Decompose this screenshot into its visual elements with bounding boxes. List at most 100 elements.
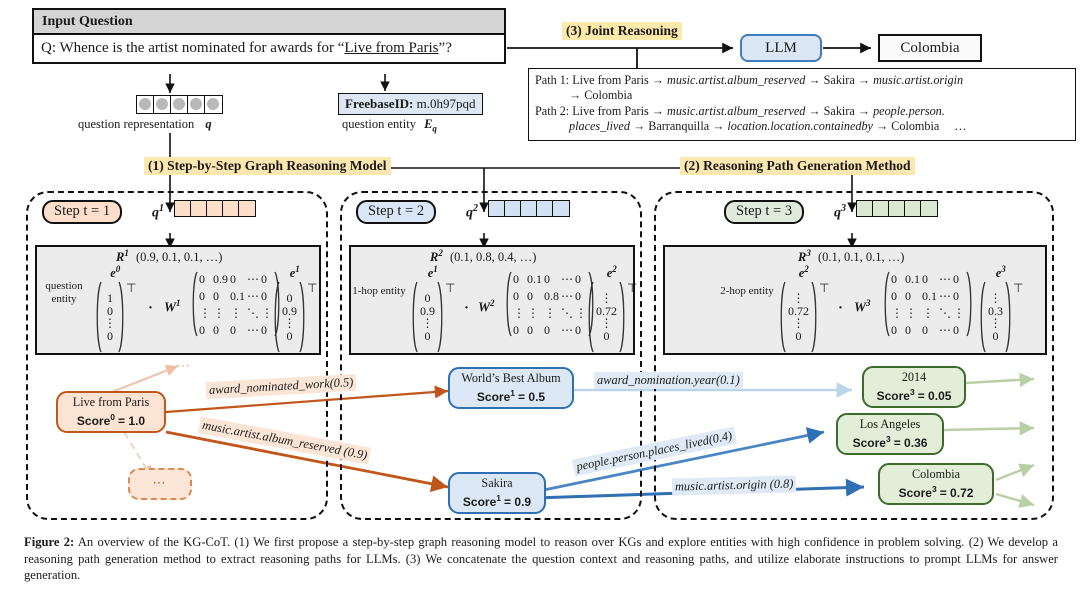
stage3-label-text: (3) Joint Reasoning [562,22,682,40]
q1-cell [207,201,223,216]
matrix-row: ⋮⋮⋮⋱⋮ [891,306,965,320]
question-representation-label: question representation q [78,117,212,132]
arrow-glyph: → [808,103,821,118]
transpose-symbol: ⊤ [307,281,318,296]
bracket-right-icon [437,281,443,353]
bracket-right-icon [1005,281,1011,353]
arrow-glyph: → [857,103,871,118]
graph-node-worlds-best-album[interactable]: World’s Best Album Score1 = 0.5 [448,367,574,410]
node-score: Score3 = 0.72 [898,483,974,500]
qrep-cell [154,96,171,113]
qrep-symbol: q [205,117,212,131]
step-3-e-in-label: e2 [798,264,809,281]
node-title: Sakira [481,476,513,490]
freebase-id-key: FreebaseID: [345,96,414,111]
answer-label: Colombia [900,39,960,56]
q3-cell [873,201,889,216]
answer-box: Colombia [878,34,982,62]
node-title: 2014 [901,370,927,384]
stage2-label-text: (2) Reasoning Path Generation Method [680,157,915,175]
step-2-output-vector-block: e2 ⋮0.72⋮0 ⊤ [586,264,637,358]
qrep-cell [137,96,154,113]
arrow-glyph: → [651,73,664,87]
node-title: Colombia [911,467,961,481]
bracket-left-icon [274,281,280,353]
step-3-q-label: q3 [834,203,846,221]
stage3-label: (3) Joint Reasoning [562,22,682,40]
step-1-panel [26,191,328,520]
step-2-w-label: W2 [478,298,495,315]
path1-rel-2: music.artist.origin [873,73,964,87]
step-2-q-vector [488,200,570,217]
matrix-row: ⋮⋮⋮⋱⋮ [513,306,587,320]
step-3-pill: Step t = 3 [724,200,805,224]
step-3-e-out-label: e3 [995,264,1006,281]
path2-tail: Colombia [891,119,940,134]
question-suffix: ”? [438,40,452,56]
step-3-input-vector-block: e2 ⋮0.72⋮0 ⊤ [778,264,829,358]
question-representation-vector [136,95,223,114]
arrow-glyph: → [632,119,646,134]
path1-ent-1: Sakira [823,73,855,87]
q1-cell [191,201,207,216]
step-3-q-vector [856,200,938,217]
arrow-glyph: → [569,88,582,103]
graph-node-live-from-paris[interactable]: Live from Paris Score0 = 1.0 [56,391,166,434]
step-3-w-label: W3 [854,298,871,315]
node-score: Score1 = 0.9 [462,492,532,509]
bracket-left-icon [780,281,786,353]
step-1-w-label: W1 [164,298,181,315]
graph-placeholder-node: ⋯ [128,468,192,500]
path-2-line-2: places_lived → Barranquilla → location.l… [535,119,1069,134]
question-entity-symbol: Eq [424,117,437,134]
q3-cell [921,201,937,216]
q2-cell [553,201,569,216]
bracket-left-icon [588,281,594,353]
qrep-label-text: question representation [78,117,195,131]
llm-box[interactable]: LLM [740,34,822,62]
step-2-entity-caption: 1-hop entity [352,285,406,297]
step-3-e-in-vector: ⋮0.72⋮0 ⊤ [778,281,829,353]
input-question-text: Q: Whence is the artist nominated for aw… [34,35,504,62]
path1-head: Path 1: Live from Paris [535,73,649,87]
path-2-line-1: Path 2: Live from Paris → music.artist.a… [535,104,1069,119]
graph-node-sakira[interactable]: Sakira Score1 = 0.9 [448,472,546,515]
path2-head: Path 2: Live from Paris [535,103,649,118]
bracket-right-icon [118,281,124,353]
q2-cell [489,201,505,216]
step-2-dot-operator: · [464,300,470,316]
node-score: Score3 = 0.05 [876,386,952,403]
step-1-r-values: (0.9, 0.1, 0.1, …) [135,250,223,265]
transpose-symbol: ⊤ [445,281,456,296]
freebase-id-box: FreebaseID: m.0h97pqd [338,93,483,115]
input-question-box: Input Question Q: Whence is the artist n… [32,8,506,64]
transpose-symbol: ⊤ [627,281,638,296]
step-2-matrix-panel [349,245,635,355]
path2-rel-2a: people.person. [873,103,945,118]
graph-node-colombia[interactable]: Colombia Score3 = 0.72 [878,463,994,506]
matrix-row: ⋮⋮⋮⋱⋮ [199,306,273,320]
step-2-e-out-label: e2 [606,264,617,281]
step-1-q-label: q1 [152,203,164,221]
path2-ent-2: Barranquilla [648,119,710,134]
step-1-e-out-label: e1 [289,264,300,281]
caption-text: An overview of the KG-CoT. (1) We first … [24,535,1058,583]
q3-cell [889,201,905,216]
graph-node-2014[interactable]: 2014 Score3 = 0.05 [862,366,966,409]
step-3-pill-label: Step t = 3 [736,203,793,219]
node-score: Score1 = 0.5 [476,387,546,404]
graph-ellipsis-top: ⋯ [176,359,192,374]
question-entity-label: question entity Eq [342,117,437,134]
graph-node-los-angeles[interactable]: Los Angeles Score3 = 0.36 [836,413,944,456]
bracket-left-icon [96,281,102,353]
question-entity-label-text: question entity [342,117,416,131]
step-3-dot-operator: · [838,300,844,316]
